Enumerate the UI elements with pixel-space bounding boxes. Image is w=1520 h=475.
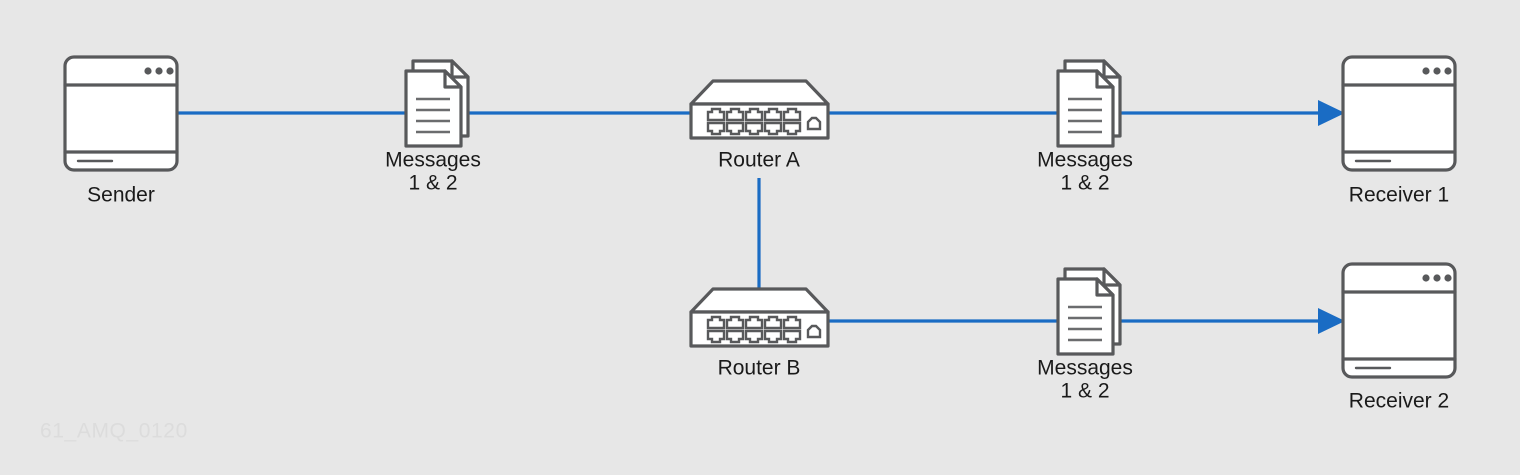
node-label-receiver-1: Receiver 1 (1349, 184, 1449, 207)
messages-router-a-to-receiver-1[interactable]: Messages 1 & 2 (1037, 59, 1133, 195)
computer-window-icon-receiver-2 (1341, 262, 1457, 379)
node-label-router-b: Router B (718, 357, 801, 380)
documents-icon-2 (1056, 59, 1122, 148)
node-receiver-2[interactable]: Receiver 2 (1341, 262, 1457, 413)
node-label-receiver-2: Receiver 2 (1349, 390, 1449, 413)
messages-subtitle-2: 1 & 2 (1060, 172, 1109, 195)
computer-window-icon-receiver-1 (1341, 55, 1457, 172)
arrow-right-icon-receiver-2 (1318, 308, 1345, 334)
router-icon-a (689, 79, 830, 140)
node-receiver-1[interactable]: Receiver 1 (1341, 55, 1457, 207)
messages-title-2: Messages (1037, 149, 1133, 172)
documents-icon-3 (1056, 267, 1122, 356)
messages-subtitle-3: 1 & 2 (1060, 380, 1109, 403)
node-label-router-a: Router A (718, 149, 800, 172)
computer-window-icon-sender (63, 55, 179, 172)
messages-sender-to-router-a[interactable]: Messages 1 & 2 (385, 59, 481, 195)
watermark-label: 61_AMQ_0120 (40, 420, 188, 443)
node-label-sender: Sender (87, 184, 155, 207)
messages-router-b-to-receiver-2[interactable]: Messages 1 & 2 (1037, 267, 1133, 403)
arrow-right-icon-receiver-1 (1318, 100, 1345, 126)
node-sender[interactable]: Sender (63, 55, 179, 207)
router-icon-b (689, 287, 830, 348)
messages-title-3: Messages (1037, 357, 1133, 380)
messages-subtitle-1: 1 & 2 (408, 172, 457, 195)
node-router-b[interactable]: Router B (689, 287, 830, 380)
node-router-a[interactable]: Router A (689, 79, 830, 172)
documents-icon-1 (404, 59, 470, 148)
messages-title-1: Messages (385, 149, 481, 172)
